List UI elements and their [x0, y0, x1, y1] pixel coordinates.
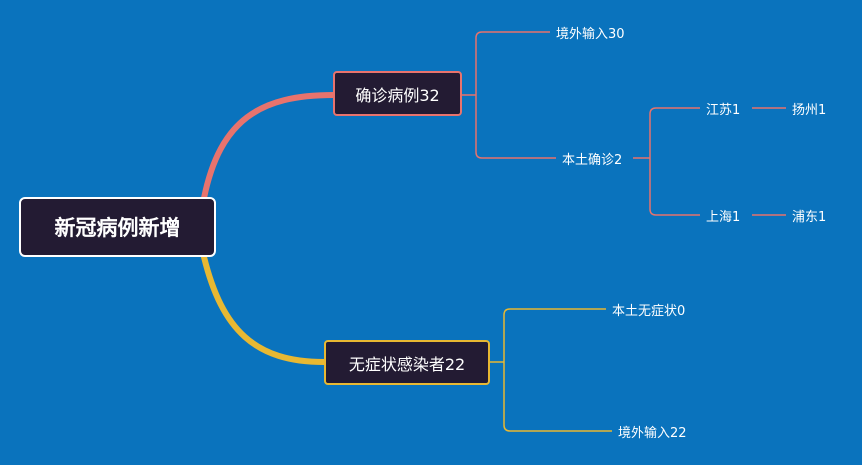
asymptomatic-node[interactable]: 无症状感染者22: [324, 340, 490, 385]
connector-root-confirmed: [201, 92, 336, 201]
confirmed-cases-node[interactable]: 确诊病例32: [333, 71, 462, 116]
asymptomatic-connectors: [490, 308, 612, 432]
yangzhou-node[interactable]: 扬州1: [786, 98, 833, 118]
pudong-node[interactable]: 浦东1: [786, 205, 833, 225]
asymptomatic-local-node[interactable]: 本土无症状0: [606, 299, 692, 319]
confirmed-imported-node[interactable]: 境外输入30: [550, 22, 631, 42]
confirmed-connectors: [462, 31, 786, 216]
root-node[interactable]: 新冠病例新增: [19, 197, 216, 257]
shanghai-node[interactable]: 上海1: [700, 205, 747, 225]
confirmed-local-node[interactable]: 本土确诊2: [556, 148, 629, 168]
jiangsu-node[interactable]: 江苏1: [700, 98, 747, 118]
connector-root-asymptomatic: [201, 254, 327, 365]
asymptomatic-imported-node[interactable]: 境外输入22: [612, 421, 693, 441]
